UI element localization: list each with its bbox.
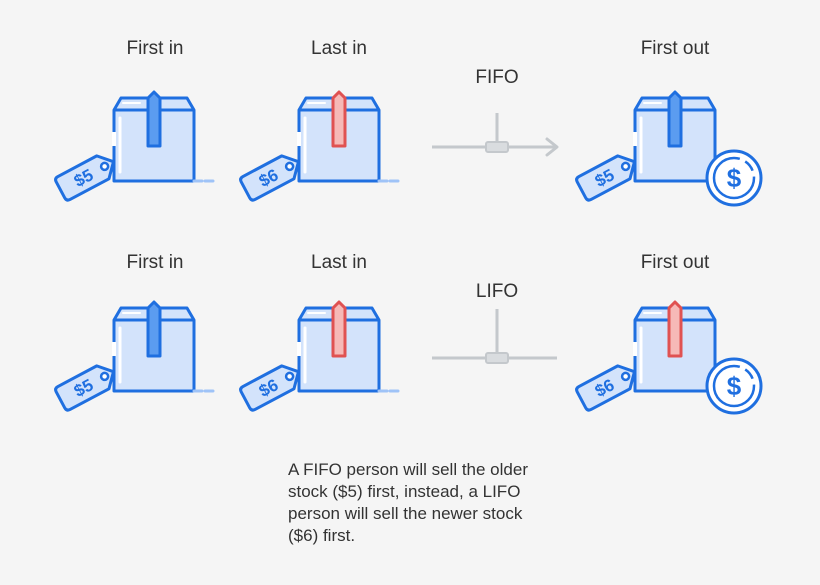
last-in-label: Last in bbox=[311, 38, 367, 59]
method-label: LIFO bbox=[476, 281, 518, 302]
first-in-label: First in bbox=[127, 252, 184, 273]
lifo-connector-icon bbox=[432, 309, 557, 364]
coin-symbol: $ bbox=[727, 163, 742, 193]
last-in-box-icon bbox=[297, 300, 403, 393]
price-tag-icon: $5 bbox=[573, 148, 643, 203]
first-out-label: First out bbox=[641, 252, 710, 273]
price-tag-icon: $5 bbox=[52, 148, 122, 203]
dollar-coin-icon: $ bbox=[705, 357, 763, 415]
first-out-label: First out bbox=[641, 38, 710, 59]
dollar-coin-icon: $ bbox=[705, 149, 763, 207]
explanation-note: A FIFO person will sell the older stock … bbox=[288, 460, 528, 545]
method-label: FIFO bbox=[475, 67, 518, 88]
price-tag-icon: $6 bbox=[237, 358, 307, 413]
first-in-label: First in bbox=[127, 38, 184, 59]
fifo-row: First in Last in FIFO First out $5 $6 bbox=[52, 38, 763, 207]
first-in-box-icon bbox=[112, 90, 218, 183]
last-in-label: Last in bbox=[311, 252, 367, 273]
coin-symbol: $ bbox=[727, 371, 742, 401]
first-in-box-icon bbox=[112, 300, 218, 393]
lifo-row: First in Last in LIFO First out $5 $6 bbox=[52, 252, 763, 415]
price-tag-icon: $6 bbox=[237, 148, 307, 203]
last-in-box-icon bbox=[297, 90, 403, 183]
price-tag-icon: $6 bbox=[573, 358, 643, 413]
fifo-connector-arrow-icon bbox=[432, 113, 559, 157]
price-tag-icon: $5 bbox=[52, 358, 122, 413]
